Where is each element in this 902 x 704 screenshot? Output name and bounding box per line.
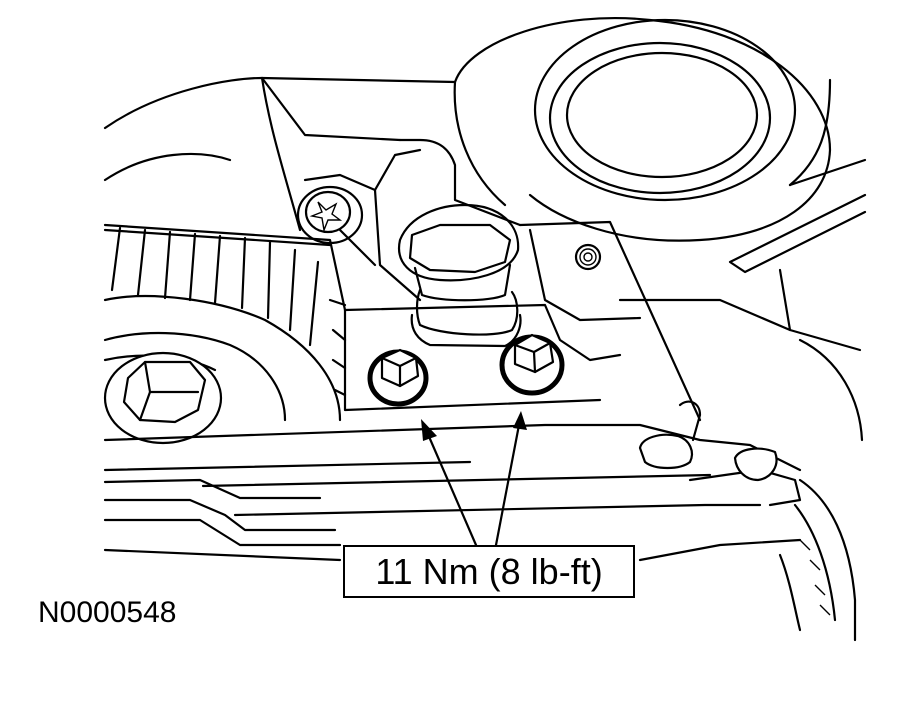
crankshaft-bolt [103, 351, 223, 445]
tensioner-bolt-left [367, 348, 429, 407]
tensioner-bolt-right [499, 333, 565, 396]
idler-pulley [453, 16, 832, 242]
lower-right-cover [638, 478, 857, 642]
crankshaft-sprocket [103, 223, 347, 422]
tensioner-base-plate [343, 303, 622, 412]
tensioner-spindle [397, 203, 522, 348]
timing-cover-outline [103, 76, 867, 442]
cover-bolt [638, 400, 778, 482]
figure-number: N0000548 [38, 596, 177, 629]
torque-value: 11 Nm (8 lb-ft) [375, 550, 603, 592]
torx-bolt [296, 185, 364, 245]
callout-arrows [421, 411, 527, 547]
tensioner-bracket [303, 138, 522, 302]
torque-callout: 11 Nm (8 lb-ft) [343, 545, 635, 598]
threaded-stud [574, 243, 602, 271]
